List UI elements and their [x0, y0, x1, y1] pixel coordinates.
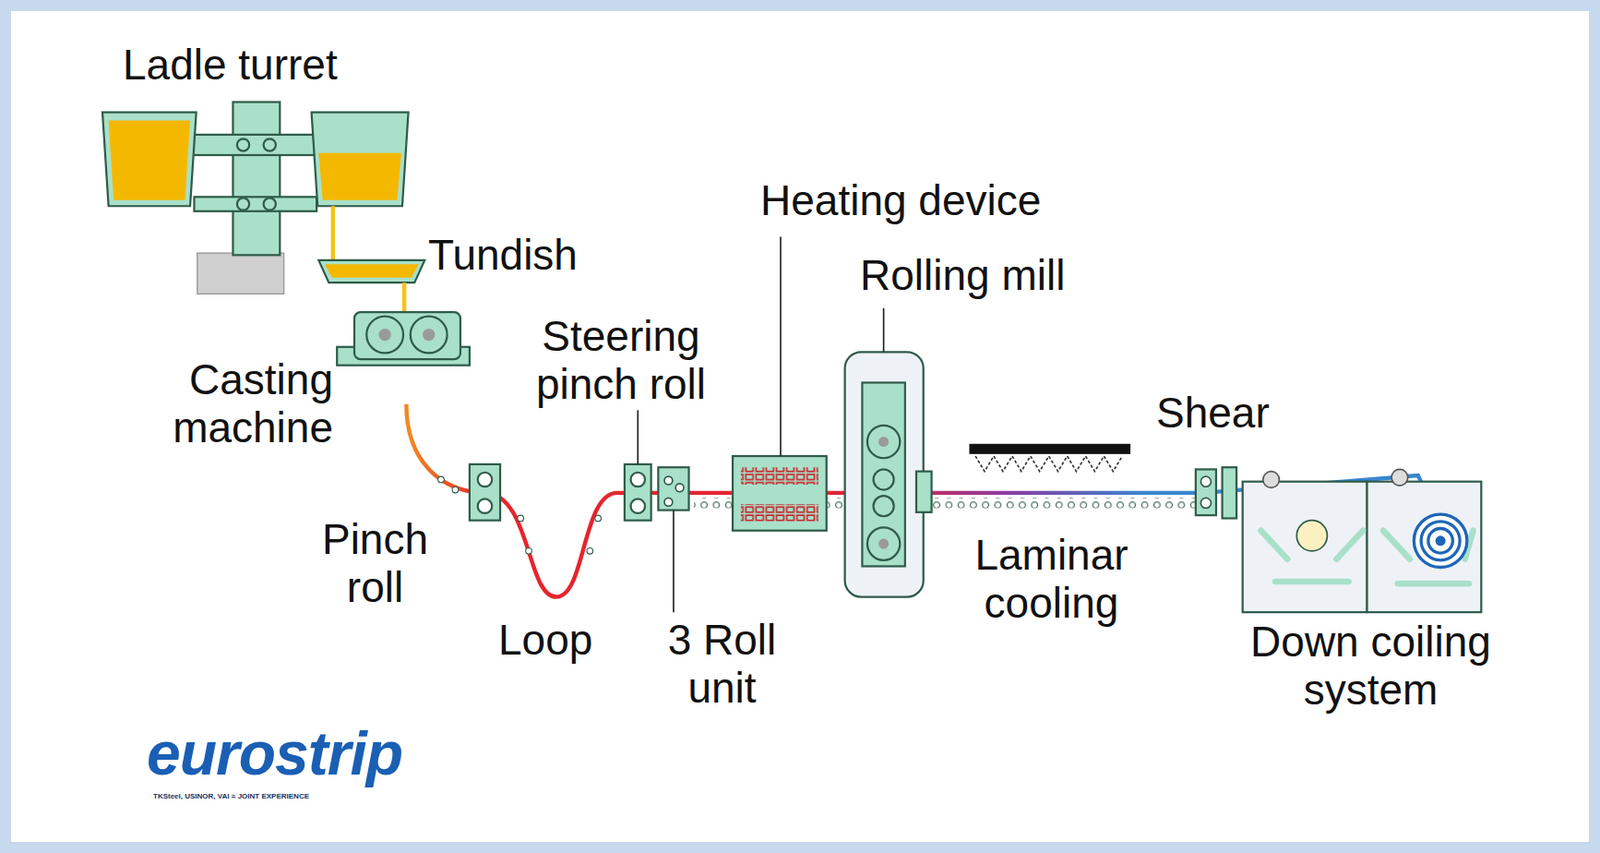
part-label: Ladle turret	[122, 40, 450, 89]
part-label: Shear	[1156, 388, 1310, 437]
part-label: Rolling mill	[859, 250, 1126, 299]
part-label: Steering pinch roll	[506, 311, 736, 408]
logo-text: eurostrip	[146, 718, 494, 788]
part-label: Heating device	[760, 176, 1128, 225]
part-label: Loop	[498, 615, 632, 664]
logo-tagline: TKSteel, USINOR, VAI = JOINT EXPERIENCE	[153, 791, 460, 801]
part-label: Tundish	[428, 230, 653, 279]
part-label: Casting machine	[112, 355, 334, 452]
part-label: Pinch roll	[301, 514, 449, 611]
spray-lines	[975, 455, 1123, 472]
part-label: Laminar cooling	[951, 530, 1152, 627]
part-label: Down coiling system	[1210, 617, 1531, 714]
part-label: 3 Roll unit	[638, 615, 806, 712]
